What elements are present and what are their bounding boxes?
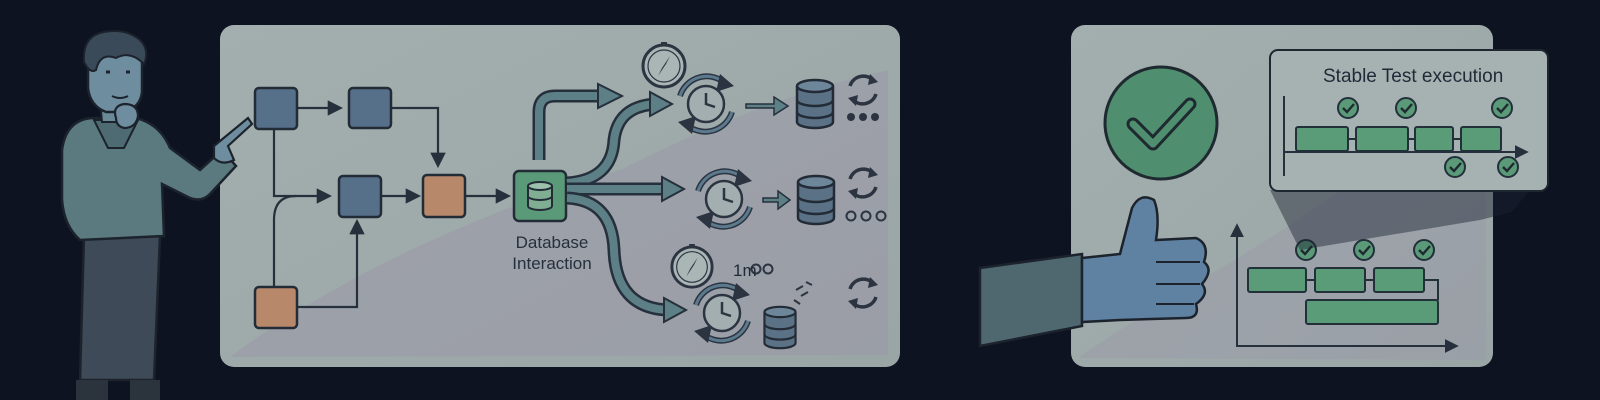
success-check-icon bbox=[1103, 65, 1219, 181]
database-icon bbox=[795, 78, 835, 130]
stable-execution-card bbox=[1269, 49, 1549, 250]
node-step-3 bbox=[337, 174, 383, 219]
arrow-icon bbox=[745, 95, 790, 117]
database-icon bbox=[796, 174, 836, 226]
person-illustration bbox=[60, 30, 254, 400]
flow-connectors bbox=[272, 100, 512, 309]
timeout-label: 1m bbox=[733, 261, 757, 280]
interaction-label: Interaction bbox=[512, 254, 592, 273]
arrow-icon bbox=[762, 189, 792, 211]
database-label: Database bbox=[515, 233, 589, 252]
node-start bbox=[253, 86, 299, 131]
database-node bbox=[512, 169, 568, 223]
node-step-2 bbox=[347, 86, 393, 130]
stable-execution-title: Stable Test execution bbox=[1323, 66, 1504, 87]
database-icon bbox=[763, 305, 797, 350]
node-input bbox=[253, 285, 299, 330]
ellipsis-icon bbox=[847, 113, 879, 121]
timeout-dots bbox=[750, 263, 774, 275]
thumbs-up-icon bbox=[978, 196, 1210, 348]
broken-link-icon bbox=[793, 281, 813, 305]
database-interaction-label: Database Interaction bbox=[492, 232, 612, 274]
ellipsis-icon bbox=[845, 210, 887, 222]
branch-arrows bbox=[532, 82, 689, 324]
timeline-chart-lower bbox=[1230, 223, 1459, 353]
node-merge bbox=[421, 173, 467, 219]
